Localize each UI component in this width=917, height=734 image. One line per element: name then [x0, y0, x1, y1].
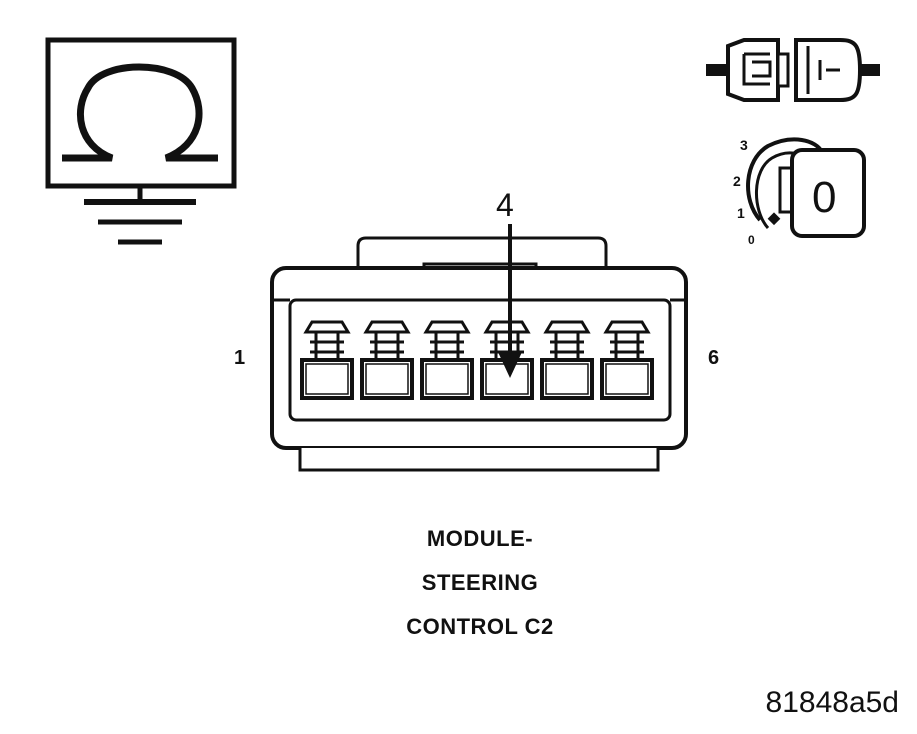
pin-label-last: 6	[708, 347, 719, 369]
connector-pin-3	[420, 320, 474, 400]
pin-callout-label: 4	[496, 187, 514, 223]
connector-body	[270, 236, 688, 472]
connector-pins	[300, 320, 654, 400]
connector-pin-5	[540, 320, 594, 400]
ignition-position-2: 2	[733, 173, 741, 189]
connector-pin-1	[300, 320, 354, 400]
ignition-position-0: 0	[748, 233, 755, 247]
connector-pin-6	[600, 320, 654, 400]
ignition-position-3: 3	[740, 137, 748, 153]
ignition-key-label: 0	[812, 173, 836, 222]
connector-caption-line2: STEERING	[421, 570, 539, 595]
connector-caption-line1: MODULE-	[426, 526, 534, 551]
disconnected-connector-icon	[706, 38, 880, 102]
ignition-position-1: 1	[737, 205, 745, 221]
connector-caption-line3: CONTROL C2	[406, 614, 554, 639]
figure-code: 81848a5d	[765, 686, 899, 719]
ohmmeter-icon	[45, 37, 237, 200]
ground-symbol-icon	[84, 199, 196, 245]
pin-callout-arrow	[498, 224, 522, 378]
ignition-key-icon	[746, 137, 866, 238]
pin-label-first: 1	[234, 347, 245, 369]
connector-pin-2	[360, 320, 414, 400]
